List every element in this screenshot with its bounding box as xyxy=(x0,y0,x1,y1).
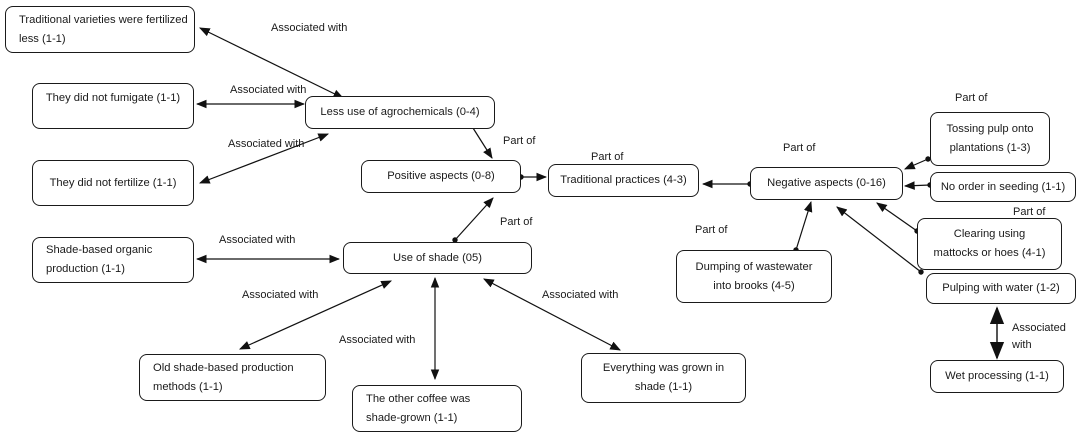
edge-label-associated: Associated with xyxy=(230,84,307,96)
node-label: They did not fertilize (1-1) xyxy=(49,176,177,189)
edge-old-shade-use-shade xyxy=(239,280,392,350)
node-label: Everything was grown in shade (1-1) xyxy=(602,362,725,393)
edge-label-associated: Associated with xyxy=(228,138,305,150)
node-pulping-water: Pulping with water (1-2) xyxy=(926,273,1076,304)
node-label: No order in seeding (1-1) xyxy=(940,180,1066,193)
edge-label-part-of: Part of xyxy=(503,135,536,147)
node-other-coffee: The other coffee was shade-grown (1-1) xyxy=(352,385,522,432)
edge-label-associated: with xyxy=(1012,339,1032,351)
edge-label-part-of: Part of xyxy=(783,142,816,154)
node-label: Wet processing (1-1) xyxy=(945,370,1049,382)
edge-trad-varieties-less-agro xyxy=(199,27,344,99)
edge-label-associated: Associated xyxy=(1012,322,1066,334)
edge-label-associated: Associated with xyxy=(542,289,619,301)
node-shade-organic: Shade-based organic production (1-1) xyxy=(32,237,194,283)
node-traditional-varieties: Traditional varieties were fertilized le… xyxy=(5,6,195,53)
edge-everything-shade-use-shade xyxy=(483,278,621,351)
node-wet-processing: Wet processing (1-1) xyxy=(930,360,1064,393)
node-label: Traditional varieties were fertilized le… xyxy=(19,13,188,45)
node-clearing-mattocks: Clearing using mattocks or hoes (4-1) xyxy=(917,218,1062,270)
edge-label-part-of: Part of xyxy=(1013,206,1046,218)
node-less-agrochemicals: Less use of agrochemicals (0-4) xyxy=(305,96,495,129)
node-tossing-pulp: Tossing pulp onto plantations (1-3) xyxy=(930,112,1050,166)
node-no-fumigate: They did not fumigate (1-1) xyxy=(32,83,194,129)
node-label: They did not fumigate (1-1) xyxy=(45,91,181,104)
node-use-of-shade: Use of shade (05) xyxy=(343,242,532,274)
node-traditional-practices: Traditional practices (4-3) xyxy=(548,164,699,197)
edge-label-part-of: Part of xyxy=(591,151,624,163)
node-everything-shade: Everything was grown in shade (1-1) xyxy=(581,353,746,403)
node-negative-aspects: Negative aspects (0-16) xyxy=(750,167,903,200)
node-label: Shade-based organic production (1-1) xyxy=(46,244,153,275)
edge-use-shade-positive xyxy=(452,197,494,243)
node-label: Use of shade (05) xyxy=(393,251,482,264)
edge-label-part-of: Part of xyxy=(500,216,533,228)
node-no-fertilize: They did not fertilize (1-1) xyxy=(32,160,194,206)
node-label: Old shade-based production methods (1-1) xyxy=(153,361,294,393)
edge-clearing-negative xyxy=(876,202,920,234)
edge-label-part-of: Part of xyxy=(955,92,988,104)
edge-label-associated: Associated with xyxy=(339,334,416,346)
node-label: Positive aspects (0-8) xyxy=(387,170,495,182)
node-no-order-seeding: No order in seeding (1-1) xyxy=(930,172,1076,202)
edge-label-part-of: Part of xyxy=(695,224,728,236)
node-label: Tossing pulp onto plantations (1-3) xyxy=(946,123,1034,154)
edge-pulping-negative xyxy=(836,206,924,275)
node-label: Dumping of wastewater into brooks (4-5) xyxy=(695,260,813,292)
edge-no-order-negative xyxy=(903,181,933,190)
edge-no-fertilize-less-agro xyxy=(198,133,330,184)
node-old-shade-methods: Old shade-based production methods (1-1) xyxy=(139,354,326,401)
edge-tossing-negative xyxy=(904,156,931,170)
edge-label-associated: Associated with xyxy=(242,289,319,301)
node-label: Clearing using mattocks or hoes (4-1) xyxy=(933,228,1046,259)
node-label: Less use of agrochemicals (0-4) xyxy=(320,106,480,118)
node-label: Pulping with water (1-2) xyxy=(942,282,1060,294)
node-dumping-wastewater: Dumping of wastewater into brooks (4-5) xyxy=(676,250,832,303)
node-label: Negative aspects (0-16) xyxy=(767,177,886,189)
edge-label-associated: Associated with xyxy=(219,234,296,246)
node-positive-aspects: Positive aspects (0-8) xyxy=(361,160,521,193)
node-label: Traditional practices (4-3) xyxy=(560,174,687,186)
edge-less-agro-positive xyxy=(472,127,493,159)
node-label: The other coffee was shade-grown (1-1) xyxy=(366,392,471,424)
edge-label-associated: Associated with xyxy=(271,22,348,34)
edge-dumping-negative xyxy=(793,200,813,253)
